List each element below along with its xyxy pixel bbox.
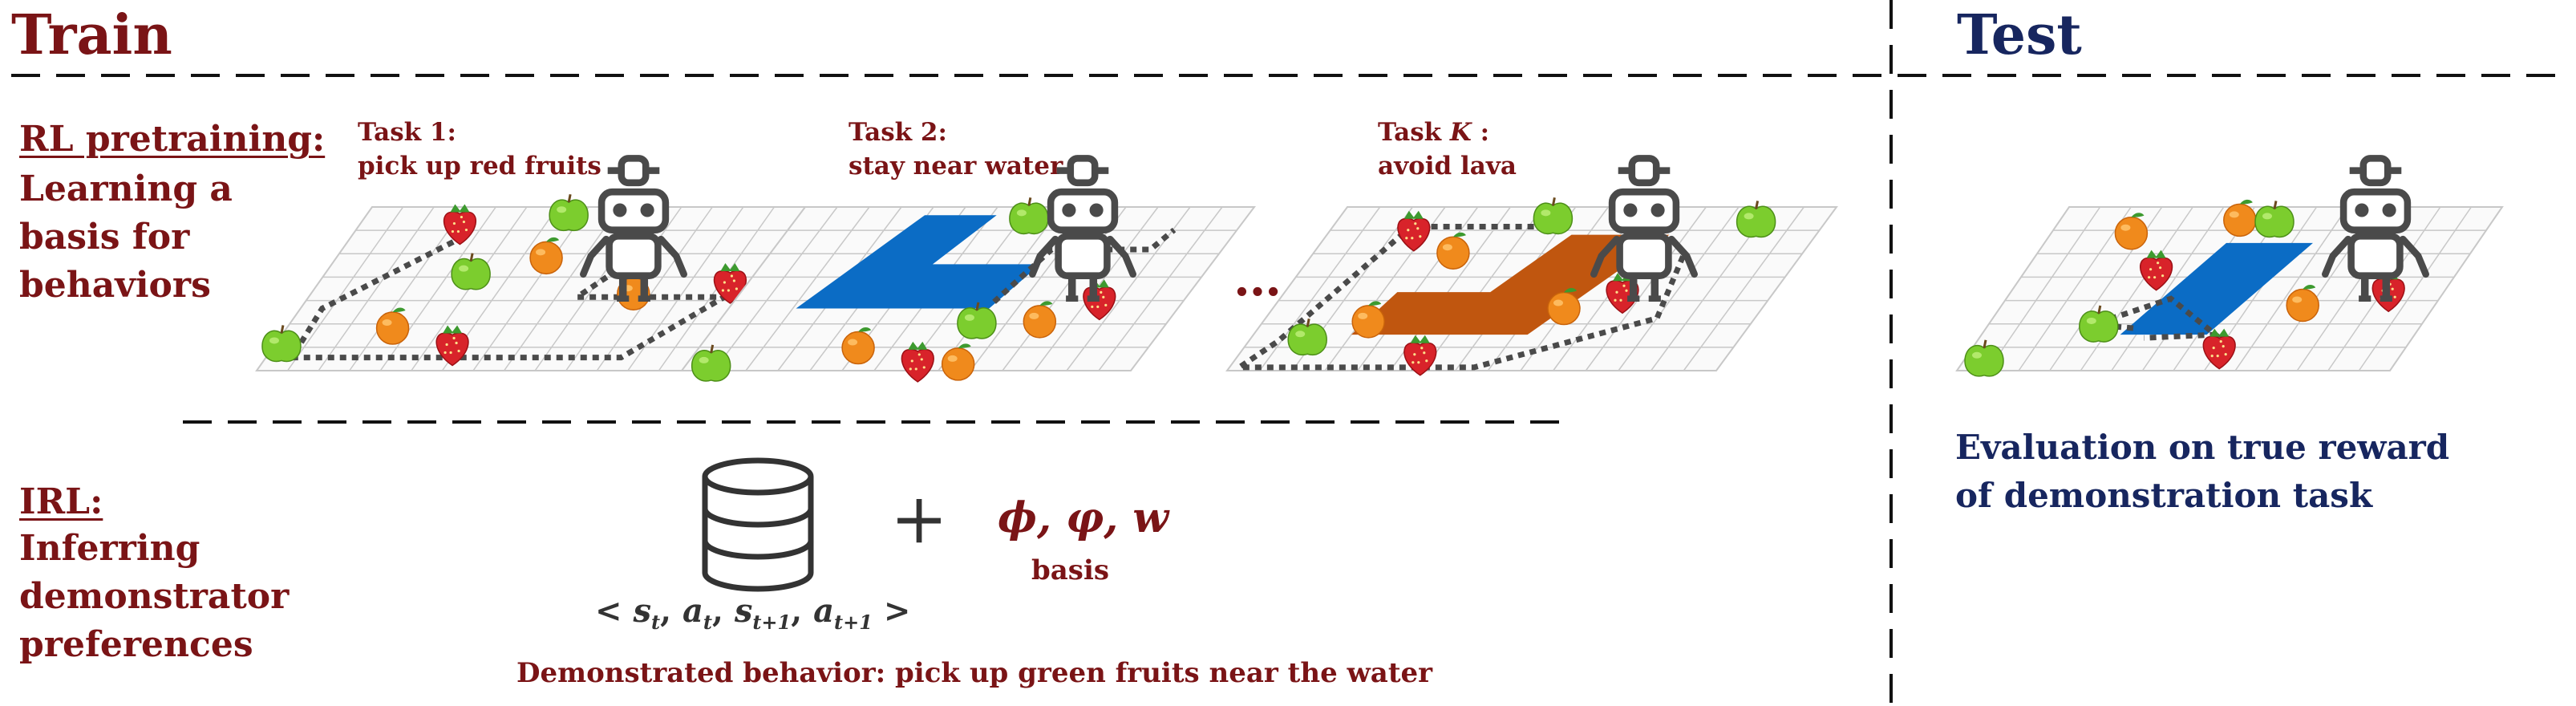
- trajectory-path: [286, 233, 735, 361]
- tuple-term-4-base: a: [813, 592, 835, 630]
- task-k-description: avoid lava: [1378, 152, 1517, 181]
- basis-symbols: ϕ, φ, w: [998, 493, 1169, 542]
- grid-line: [1618, 206, 1740, 371]
- demonstrated-behavior: Demonstrated behavior: pick up green fru…: [516, 657, 1433, 689]
- water-region: [796, 215, 1041, 309]
- grid-line: [2018, 206, 2132, 371]
- task-k-prefix: Task: [1378, 118, 1442, 147]
- ellipsis: …: [1233, 251, 1282, 307]
- task-k-name: Task K :: [1378, 117, 1489, 148]
- grid-line: [713, 206, 838, 371]
- task-2-name: Task 2:: [849, 118, 947, 147]
- rl-heading-text: RL pretraining:: [19, 119, 326, 160]
- grid-line: [1002, 206, 1127, 371]
- grid-line: [1987, 206, 2101, 371]
- irl-line-2: demonstrator: [19, 576, 290, 617]
- tuple-term-3: st+1: [734, 592, 791, 632]
- task-1-name: Task 1:: [358, 118, 456, 147]
- rl-line-1: Learning a: [19, 168, 233, 209]
- grid-line: [1422, 206, 1544, 371]
- grid-line: [349, 206, 466, 371]
- grid-line: [1098, 206, 1223, 371]
- task-k-symbol: K: [1449, 118, 1472, 147]
- grid-world-task-1: [255, 158, 807, 371]
- orange-fruit-icon: [2223, 199, 2257, 237]
- tuple-close: >: [883, 592, 911, 630]
- grid-world-test: [1955, 158, 2504, 378]
- water-region: [2120, 242, 2313, 335]
- rl-heading: RL pretraining:: [19, 116, 325, 164]
- train-label: Train: [11, 3, 172, 67]
- tuple-term-1-base: s: [633, 592, 651, 630]
- transition-tuple: < st, at, st+1, at+1 >: [595, 592, 911, 634]
- grid-worlds: [255, 158, 2504, 383]
- task-2-description: stay near water: [849, 152, 1063, 181]
- irl-heading: IRL:: [19, 478, 103, 526]
- grid-line: [1683, 206, 1804, 371]
- grid-world-task-2: [679, 158, 1257, 383]
- grid-line: [1259, 206, 1381, 371]
- lava-region: [1351, 234, 1670, 335]
- irl-heading-text: IRL:: [19, 481, 103, 522]
- grid-world-task-k: [1225, 158, 1838, 376]
- grid-line: [1066, 206, 1191, 371]
- grid-line: [503, 206, 621, 371]
- grid-line: [2234, 206, 2348, 371]
- grid-line: [596, 206, 713, 371]
- irl-line-1: Inferring: [19, 528, 200, 569]
- tuple-term-3-base: s: [734, 592, 753, 630]
- grid-line: [318, 206, 435, 371]
- green-apple-icon: [548, 193, 589, 232]
- tuple-term-4-sub: t+1: [834, 611, 873, 634]
- grid-line: [286, 206, 404, 371]
- tuple-open: <: [595, 592, 622, 630]
- rl-line-3: behaviors: [19, 265, 211, 306]
- tuple-term-3-sub: t+1: [752, 611, 792, 634]
- trajectory-path: [992, 227, 1177, 304]
- tuple-term-2-sub: t: [703, 611, 712, 634]
- evaluation-line-2: of demonstration task: [1955, 476, 2373, 515]
- task-k-suffix: :: [1471, 118, 1490, 147]
- tuple-term-4: at+1: [813, 592, 873, 632]
- grid-line: [472, 206, 589, 371]
- grid-line: [2358, 206, 2473, 371]
- plus-icon: +: [890, 479, 949, 559]
- tuple-term-1-sub: t: [650, 611, 661, 634]
- test-label: Test: [1957, 3, 2082, 67]
- green-apple-icon: [1008, 196, 1050, 235]
- grid-line: [2080, 206, 2193, 371]
- tuple-term-2-base: a: [682, 592, 703, 630]
- grid-line: [1585, 206, 1707, 371]
- grid-line: [627, 206, 744, 371]
- tuple-term-2: at: [682, 592, 712, 632]
- database-icon: [702, 457, 814, 592]
- task-1-description: pick up red fruits: [358, 152, 601, 181]
- grid-line: [2111, 206, 2225, 371]
- tuple-term-1: st: [633, 592, 660, 632]
- green-apple-icon: [1532, 196, 1574, 235]
- grid-line: [379, 206, 496, 371]
- evaluation-line-1: Evaluation on true reward: [1955, 428, 2450, 467]
- basis-label: basis: [1031, 554, 1110, 586]
- grid-line: [745, 206, 870, 371]
- irl-line-3: preferences: [19, 624, 253, 665]
- rl-line-2: basis for: [19, 217, 190, 258]
